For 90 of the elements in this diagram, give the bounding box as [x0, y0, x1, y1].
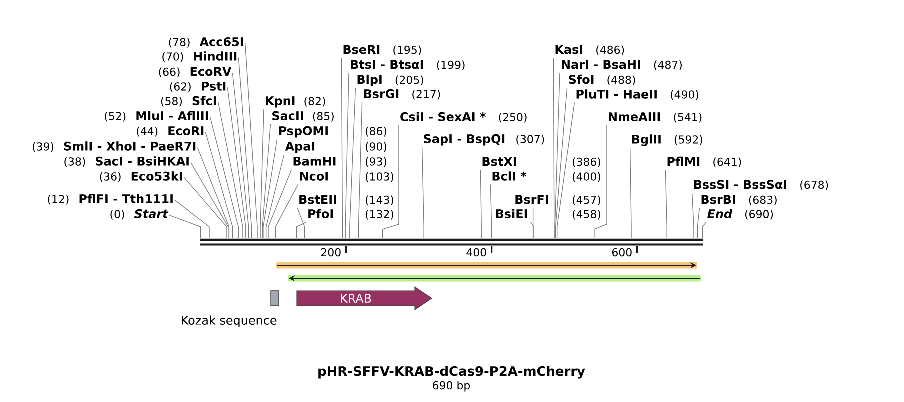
enzyme-label: BsiEI (458) — [496, 209, 601, 220]
sequence-bar — [200, 238, 704, 246]
leader-line — [218, 102, 244, 239]
enzyme-label: (0) Start — [110, 209, 169, 220]
leader-line — [244, 42, 258, 239]
leader-line — [490, 184, 492, 239]
leader-line — [702, 222, 707, 239]
leader-line — [266, 154, 285, 239]
leader-line — [263, 138, 278, 239]
leader-line — [532, 208, 534, 239]
leader-line — [692, 192, 694, 239]
enzyme-label: (52) MluI - AflIII — [105, 111, 208, 122]
enzyme-label: BseRI (195) — [344, 45, 422, 56]
enzyme-label: BsrFI (457) — [516, 195, 601, 206]
leader-line — [197, 147, 230, 239]
leader-line — [184, 177, 228, 239]
enzyme-label: PflMI (641) — [668, 156, 742, 168]
enzyme-label: BtsI - BtsαI (199) — [351, 60, 465, 70]
leader-line — [168, 214, 202, 239]
leader-line — [297, 208, 306, 239]
leader-line — [382, 124, 400, 239]
tick-label: 400 — [466, 248, 486, 257]
leader-line — [210, 116, 239, 239]
tick-label: 200 — [321, 248, 341, 257]
enzyme-label: (36) Eco53kI — [100, 172, 182, 182]
enzyme-label: SapI - BspQI (307) — [424, 134, 544, 146]
enzyme-label: KpnI (82) — [266, 96, 326, 108]
feature-label: Kozak sequence — [182, 316, 277, 328]
sequence-length: 690 bp — [433, 381, 470, 392]
enzyme-label: (58) SfcI — [161, 96, 216, 107]
enzyme-label: ApaI (90) — [285, 142, 387, 154]
enzyme-label: BlpI (205) — [358, 74, 424, 86]
enzyme-label: CsiI - SexAI * (250) — [400, 112, 527, 123]
enzyme-label: BstXI (386) — [482, 157, 601, 168]
enzyme-label: NarI - BsaHI (487) — [562, 60, 682, 70]
leader-line — [358, 102, 363, 239]
leader-line — [630, 147, 632, 239]
enzyme-label: (70) HindIII — [162, 52, 237, 62]
leader-line — [555, 88, 568, 239]
leader-line — [422, 146, 424, 239]
leader-line — [296, 222, 307, 239]
leader-line — [530, 222, 534, 239]
enzyme-label: End (690) — [708, 209, 774, 220]
leader-line — [553, 58, 555, 239]
tick-label: 600 — [612, 248, 632, 257]
leader-line — [275, 184, 299, 239]
leader-line — [350, 88, 356, 239]
leader-line — [238, 57, 252, 239]
enzyme-label: SacII (85) — [272, 111, 334, 122]
enzyme-label: SfoI (488) — [569, 74, 636, 86]
leader-line — [480, 170, 482, 239]
enzyme-label: BsrGI (217) — [364, 89, 440, 100]
leader-line — [594, 124, 608, 239]
enzyme-label: BglII (592) — [632, 134, 702, 146]
leader-line — [345, 72, 350, 239]
enzyme-label: (66) EcoRV — [159, 67, 232, 78]
leader-line — [232, 72, 250, 239]
leader-line — [268, 169, 292, 239]
enzyme-label: PspOMI (86) — [279, 126, 387, 138]
leader-line — [205, 132, 234, 239]
leader-line — [556, 102, 576, 239]
enzyme-label: KasI (486) — [556, 45, 624, 56]
enzyme-label: NmeAIII (541) — [609, 112, 702, 123]
leader-line — [174, 200, 210, 239]
map-title: pHR-SFFV-KRAB-dCas9-P2A-mCherry — [318, 366, 586, 379]
enzyme-label: (44) EcoRI — [137, 126, 204, 137]
feature-block: KRAB — [296, 286, 433, 311]
enzyme-label: BssSI - BssSαI (678) — [694, 180, 828, 190]
leader-line — [341, 58, 344, 239]
enzyme-label: (78) Acc65I — [169, 37, 244, 48]
feature-band — [276, 262, 698, 269]
enzyme-label: (62) PstI — [170, 82, 226, 92]
leader-line — [190, 162, 229, 239]
leader-line — [665, 170, 668, 239]
leader-line — [262, 124, 272, 239]
feature-band — [288, 275, 701, 282]
enzyme-label: (39) SmlI - XhoI - PaeR7I — [32, 142, 196, 152]
enzyme-label: BstEII (143) — [300, 195, 394, 206]
leader-line — [227, 87, 246, 239]
enzyme-label: BsrBI (683) — [702, 195, 777, 206]
enzyme-label: PfoI (132) — [308, 209, 394, 220]
enzyme-label: BamHI (93) — [294, 156, 387, 168]
leader-line — [260, 108, 264, 239]
leader-line — [697, 208, 700, 239]
enzyme-label: NcoI (103) — [300, 172, 394, 182]
enzyme-label: BclI * (400) — [492, 172, 601, 182]
leader-line — [554, 72, 560, 239]
enzyme-label: PluTI - HaeII (490) — [576, 90, 699, 100]
enzyme-label: (38) SacI - BsiHKAI — [64, 156, 189, 168]
enzyme-label: (12) PflFI - Tth111I — [48, 194, 173, 205]
